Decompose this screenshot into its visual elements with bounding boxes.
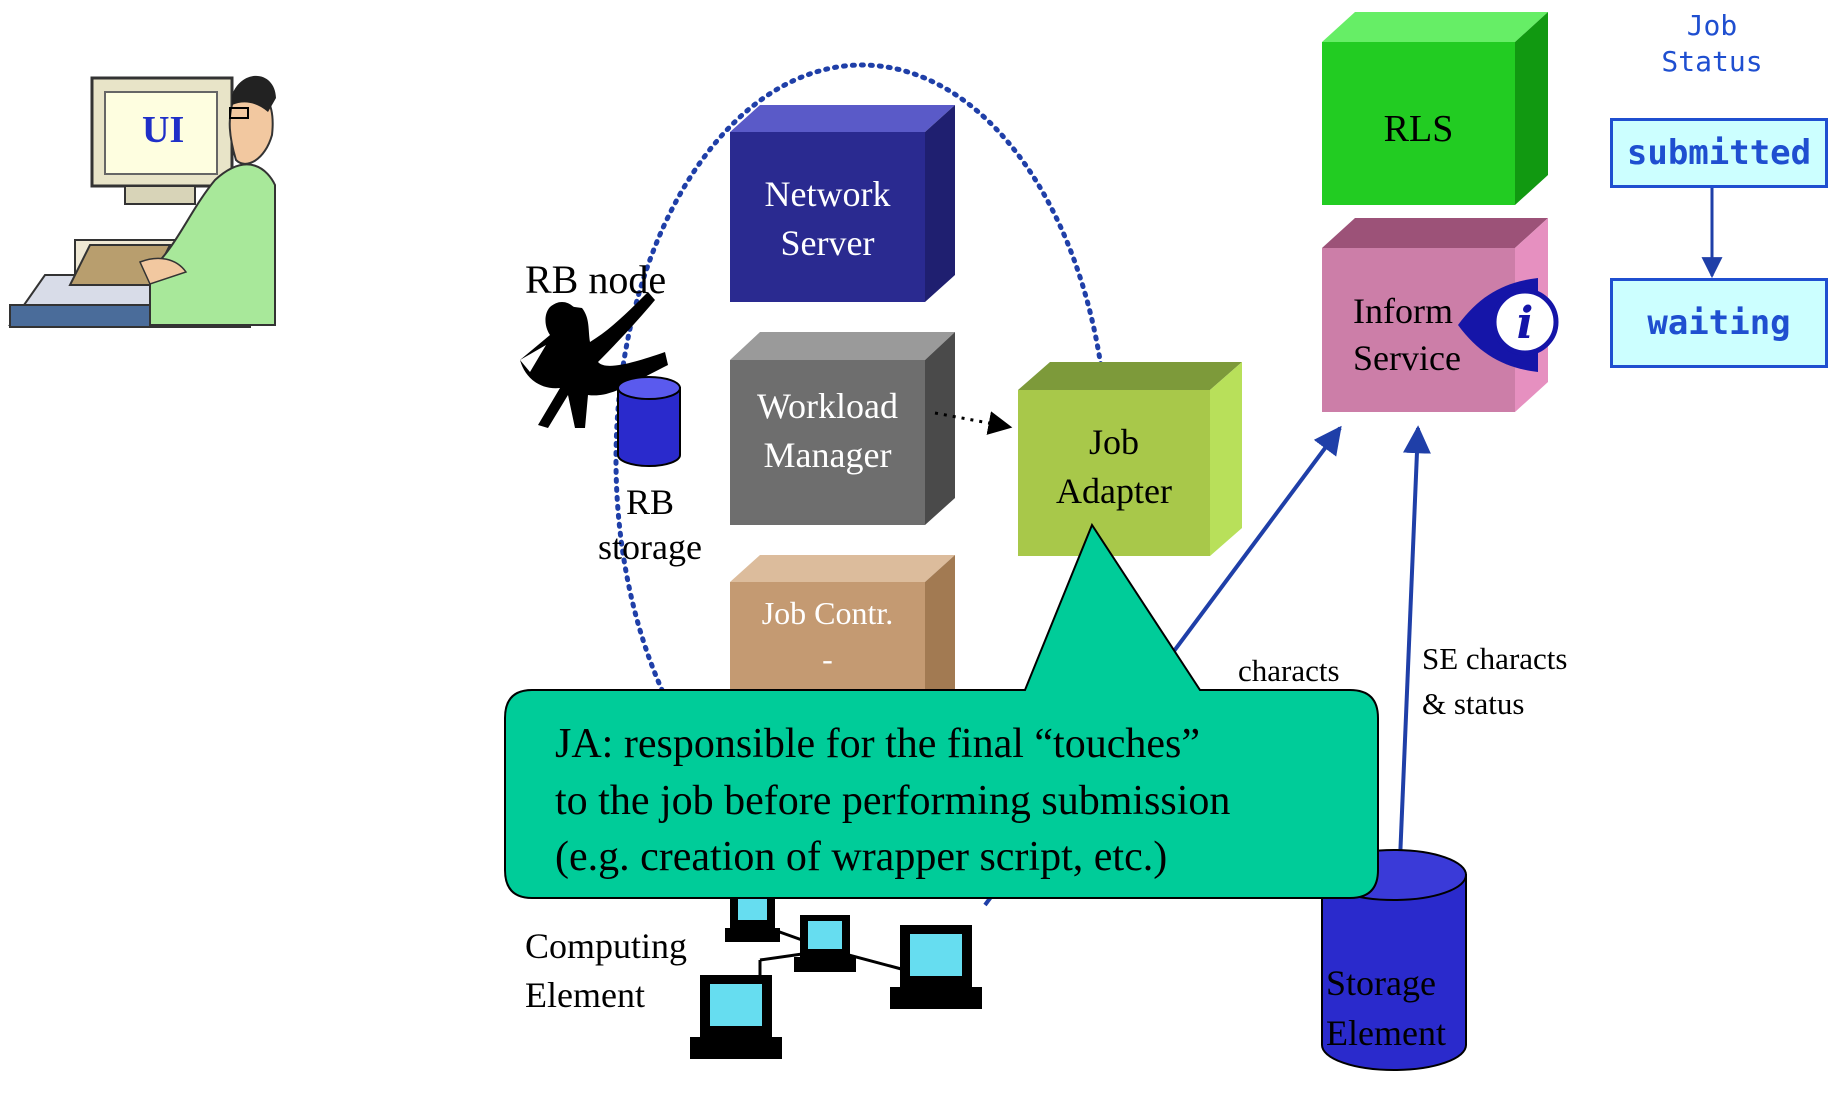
rb-node-person-icon: [520, 292, 668, 428]
job-adapter-label: Job Adapter: [1018, 418, 1210, 515]
computing-element-line-2: Element: [525, 974, 645, 1015]
rb-storage-icon: [617, 376, 681, 467]
rls-box: [1322, 12, 1548, 205]
job-adapter-callout: [504, 522, 1379, 899]
callout-line-1: JA: responsible for the final “touches”: [555, 721, 1200, 767]
svg-text:i: i: [1517, 298, 1534, 349]
network-server-line-2: Server: [780, 222, 875, 263]
storage-element-label: Storage Element: [1326, 958, 1446, 1059]
rb-node-label: RB node: [525, 257, 667, 302]
se-characts-line-1: SE characts: [1422, 641, 1568, 676]
information-service-line-2: Service: [1353, 337, 1461, 378]
status-submitted: submitted: [1610, 118, 1828, 188]
callout-text: JA: responsible for the final “touches” …: [555, 716, 1230, 886]
callout-line-2: to the job before performing submission: [555, 777, 1231, 824]
se-to-is-arrow: [1398, 425, 1431, 861]
rls-label: RLS: [1383, 108, 1454, 150]
job-status-title-line-1: Job: [1686, 9, 1738, 42]
ui-label: UI: [142, 109, 185, 151]
network-server-line-1: Network: [764, 174, 891, 214]
rb-storage-label: RB storage: [580, 480, 720, 570]
computing-element-label: Computing Element: [525, 922, 687, 1019]
status-waiting: waiting: [1610, 278, 1828, 368]
job-status-title-line-2: Status: [1661, 45, 1763, 79]
workload-manager-label: Workload Manager: [730, 382, 925, 479]
storage-element-line-1: Storage: [1326, 963, 1436, 1003]
rb-storage-line-1: RB: [625, 482, 675, 522]
job-controller-label: Job Contr. -: [730, 590, 925, 683]
se-characts-label: SE characts & status: [1422, 637, 1567, 727]
wm-to-ja-arrow: [934, 411, 1013, 435]
network-server-box: [730, 105, 955, 302]
network-server-label: Network Server: [730, 170, 925, 267]
info-icon: i: [1458, 278, 1559, 372]
rb-storage-line-2: storage: [598, 527, 702, 567]
job-adapter-line-1: Job: [1088, 422, 1139, 462]
storage-element-line-2: Element: [1326, 1013, 1446, 1054]
ui-user-icon: [8, 75, 276, 328]
ce-characts-label: characts: [1238, 653, 1340, 688]
job-adapter-line-2: Adapter: [1056, 470, 1172, 511]
job-controller-line-1: Job Contr.: [761, 595, 894, 631]
information-service-line-1: Inform: [1353, 291, 1453, 331]
job-status-title: Job Status: [1642, 8, 1782, 81]
callout-line-3: (e.g. creation of wrapper script, etc.): [555, 834, 1168, 881]
job-controller-line-2: -: [822, 641, 833, 678]
job-adapter-box: [1018, 362, 1242, 556]
se-characts-line-2: & status: [1422, 685, 1525, 721]
computing-element-icon: [690, 890, 982, 1059]
computing-element-line-1: Computing: [525, 926, 688, 966]
information-service-label: Inform Service: [1353, 288, 1461, 382]
workload-manager-line-1: Workload: [756, 386, 899, 426]
workload-manager-line-2: Manager: [763, 434, 892, 475]
workload-manager-box: [730, 332, 955, 525]
job-controller-box: [730, 555, 955, 700]
